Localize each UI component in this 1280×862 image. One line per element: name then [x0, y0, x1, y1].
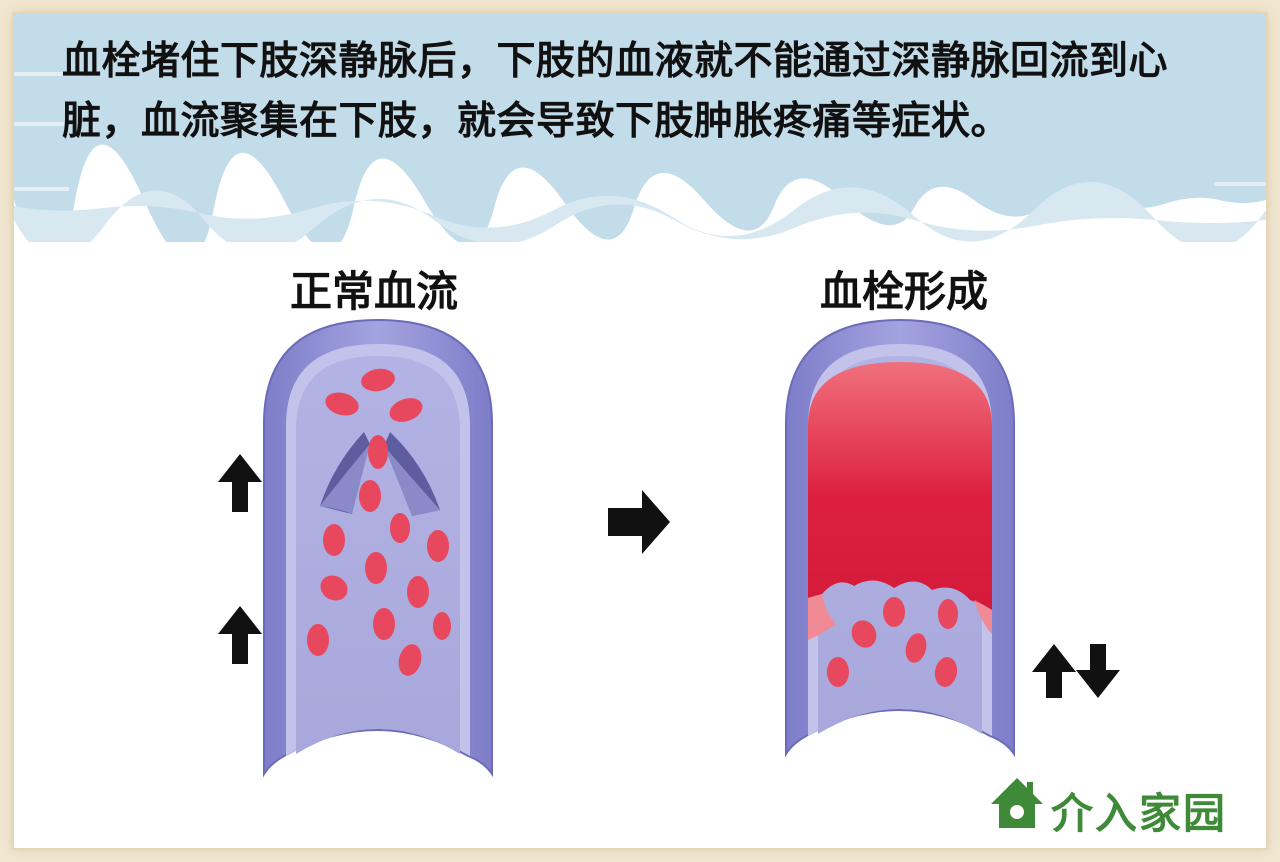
brand-logo: 介入家园	[989, 772, 1249, 842]
house-icon	[991, 778, 1043, 828]
up-down-arrow-icon	[1032, 644, 1120, 698]
thrombus-vein	[785, 318, 1120, 758]
logo-text: 介入家园	[1051, 789, 1228, 838]
blood-cells-normal	[307, 368, 451, 676]
normal-vein	[218, 318, 493, 778]
caption-text: 血栓堵住下肢深静脉后，下肢的血液就不能通过深静脉回流到心脏，血流聚集在下肢，就会…	[62, 39, 1169, 144]
infographic-frame: 血栓堵住下肢深静脉后，下肢的血液就不能通过深静脉回流到心脏，血流聚集在下肢，就会…	[14, 14, 1266, 848]
label-normal-flow: 正常血流	[289, 267, 458, 316]
blood-cells-thrombus	[827, 597, 958, 687]
label-thrombus-formation: 血栓形成	[819, 267, 988, 316]
right-arrow-icon	[608, 490, 670, 554]
banner-background	[14, 14, 1266, 242]
vein-diagram	[218, 318, 1120, 778]
thrombus-clot	[808, 362, 992, 610]
caption-banner: 血栓堵住下肢深静脉后，下肢的血液就不能通过深静脉回流到心脏，血流聚集在下肢，就会…	[14, 14, 1266, 242]
up-arrow-icon	[218, 454, 262, 664]
